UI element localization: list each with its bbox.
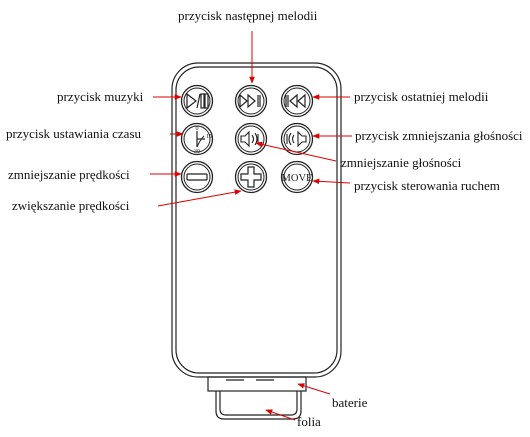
remote-body (171, 62, 342, 378)
play-pause-icon (186, 92, 209, 110)
label-music: przycisk muzyki (57, 89, 144, 104)
time-set-button[interactable]: 0 15 30 (180, 122, 214, 156)
minus-icon (186, 173, 208, 181)
pointer-foil (265, 409, 296, 421)
label-volume-down: zmniejszanie głośności (341, 155, 462, 170)
label-move: przycisk sterowania ruchem (354, 178, 500, 193)
pointer-speed-up (157, 189, 242, 207)
battery-compartment (207, 376, 307, 392)
volume-up-icon (286, 130, 307, 148)
label-time-set: przycisk ustawiania czasu (6, 126, 142, 141)
foil-tab (215, 391, 302, 420)
pointer-move (312, 178, 351, 185)
previous-track-button[interactable] (280, 84, 314, 118)
move-button-label: MOVE (282, 173, 313, 184)
pointer-lines (150, 31, 352, 421)
label-speed-up: zwiększanie prędkości (12, 198, 130, 213)
label-last-track: przycisk ostatniej melodii (354, 89, 489, 104)
clock-label-12: 0 (196, 126, 199, 132)
label-foil: folia (297, 414, 321, 429)
clock-label-30: 30 (194, 149, 200, 155)
speed-down-button[interactable] (180, 160, 214, 194)
previous-track-icon (285, 93, 306, 109)
next-track-button[interactable] (234, 84, 268, 118)
label-volume-up: przycisk zmniejszania głośności (355, 128, 523, 143)
speed-up-button[interactable] (234, 160, 268, 194)
label-next-track: przycisk następnej melodii (178, 8, 318, 23)
clock-icon: 0 15 30 (194, 126, 212, 155)
volume-down-icon (240, 130, 259, 148)
volume-down-button[interactable] (234, 122, 268, 156)
next-track-icon (239, 93, 261, 109)
label-speed-down: zmniejszanie prędkości (8, 167, 130, 182)
play-pause-button[interactable] (180, 84, 214, 118)
label-battery: baterie (332, 395, 368, 410)
plus-icon (240, 166, 262, 188)
pointer-battery (297, 383, 331, 395)
pointer-volume-down (255, 141, 337, 162)
clock-label-15: 15 (206, 134, 212, 140)
move-button[interactable]: MOVE (280, 160, 314, 194)
